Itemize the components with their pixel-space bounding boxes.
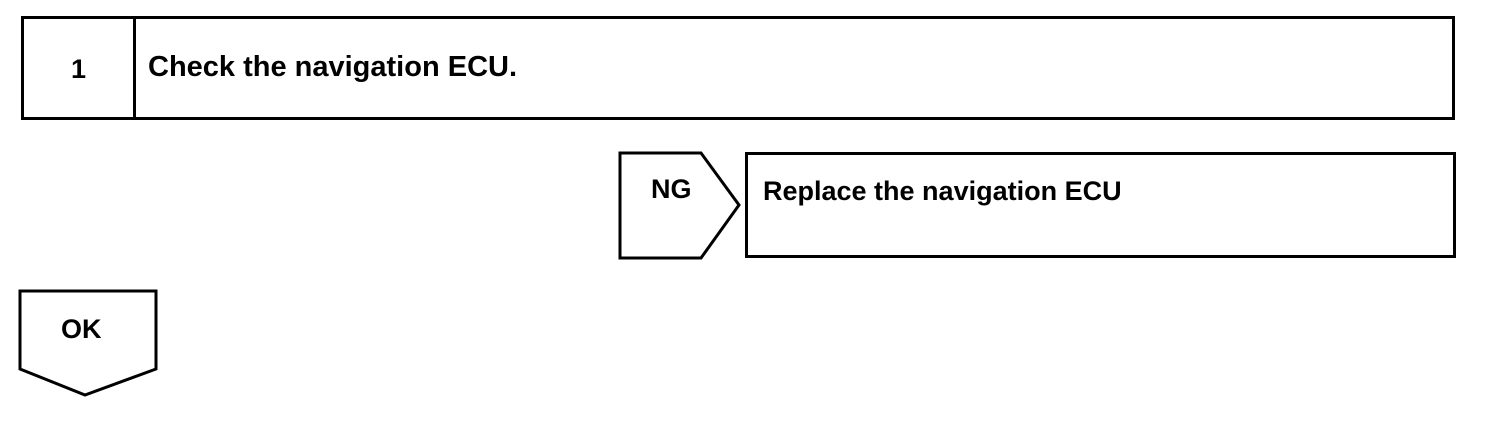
ok-label: OK [61, 314, 102, 344]
ng-arrow-shape [618, 151, 741, 260]
step-number: 1 [24, 19, 136, 117]
step-title: Check the navigation ECU. [148, 50, 518, 83]
ng-action-text: Replace the navigation ECU [763, 176, 1122, 206]
ng-label: NG [651, 174, 692, 204]
ng-action-box: Replace the navigation ECU [745, 152, 1456, 258]
step-box: 1 Check the navigation ECU. [21, 16, 1455, 120]
ok-arrow-shape [18, 289, 158, 397]
